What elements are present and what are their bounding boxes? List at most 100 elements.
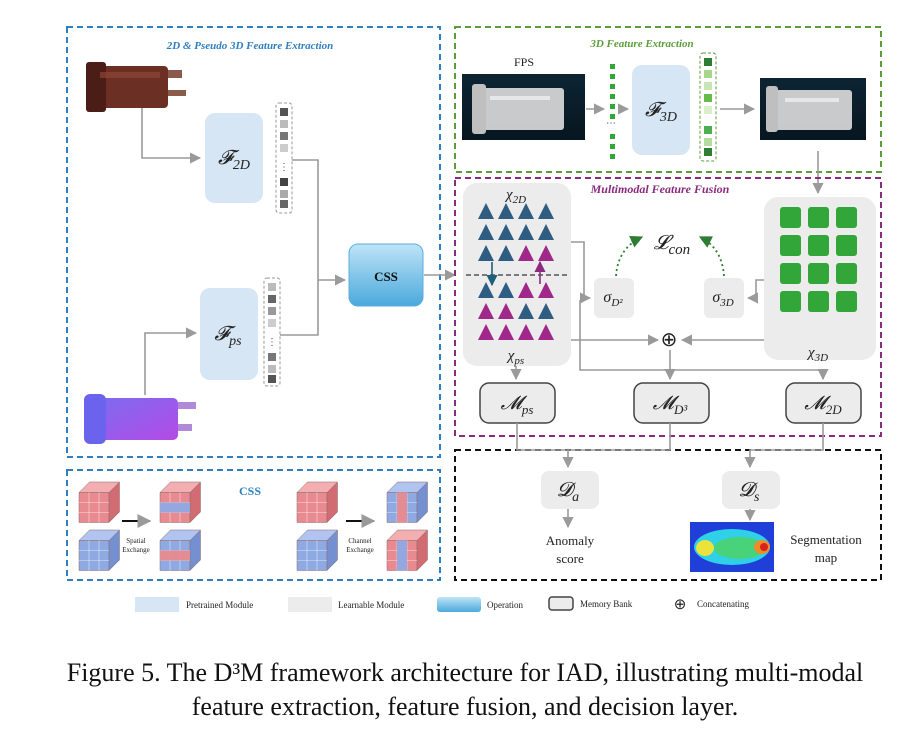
triangle-mark bbox=[518, 245, 534, 261]
feature-vector-3d bbox=[699, 52, 717, 162]
chips-label: χps bbox=[506, 348, 524, 367]
sigma-d2-label: σD² bbox=[603, 289, 623, 309]
square-mark bbox=[836, 207, 857, 228]
triangle-mark bbox=[498, 282, 514, 298]
square-grid bbox=[780, 207, 857, 312]
css-cubes bbox=[78, 481, 429, 572]
m2d-label: 𝓜2D bbox=[804, 393, 842, 417]
triangle-mark bbox=[538, 203, 554, 219]
md3-label: 𝓜D³ bbox=[653, 393, 689, 417]
fps-module bbox=[200, 288, 258, 380]
memory-bank-d3 bbox=[633, 382, 710, 424]
feature-vector-2d: ⋮ bbox=[275, 102, 293, 214]
pseudo3d-object-image bbox=[84, 394, 196, 444]
segmentation-heatmap bbox=[690, 522, 774, 572]
triangle-mark bbox=[498, 245, 514, 261]
cube-stripe bbox=[397, 540, 407, 571]
triangle-mark bbox=[478, 224, 494, 240]
legend-learnable-swatch bbox=[288, 597, 332, 612]
square-mark bbox=[780, 263, 801, 284]
panel-2d-extraction bbox=[66, 26, 441, 458]
svg-text:⋮: ⋮ bbox=[267, 337, 277, 348]
triangle-mark bbox=[498, 303, 514, 319]
square-mark bbox=[808, 291, 829, 312]
css-operation bbox=[348, 243, 424, 307]
ds-label: 𝓓s bbox=[739, 479, 760, 505]
decision-da-module bbox=[541, 471, 599, 509]
triangle-mark bbox=[478, 303, 494, 319]
triangle-mark bbox=[538, 282, 554, 298]
triangle-grid bbox=[478, 203, 554, 340]
triangle-mark bbox=[478, 282, 494, 298]
feature-vector-ps: ⋮ bbox=[263, 277, 281, 387]
cube-face bbox=[296, 492, 328, 523]
cube-stripe bbox=[397, 492, 407, 523]
panel-2d-title: 2D & Pseudo 3D Feature Extraction bbox=[166, 40, 334, 52]
square-mark bbox=[780, 207, 801, 228]
panel-3d-arrows bbox=[586, 103, 824, 195]
square-mark bbox=[808, 207, 829, 228]
triangle-mark bbox=[518, 203, 534, 219]
concat-symbol: ⊕ bbox=[661, 329, 678, 351]
legend: Pretrained Module Learnable Module Opera… bbox=[135, 596, 749, 613]
chi3d-label: χ3D bbox=[806, 345, 828, 364]
legend-pretrained-label: Pretrained Module bbox=[186, 600, 253, 610]
fps-text: FPS bbox=[514, 55, 534, 69]
square-mark bbox=[780, 235, 801, 256]
triangle-mark bbox=[538, 245, 554, 261]
contrastive-arrow-left bbox=[615, 236, 644, 277]
panel-fusion-title: Multimodal Feature Fusion bbox=[590, 182, 730, 196]
lcon-label: 𝓛con bbox=[654, 232, 690, 258]
svg-text:⋮: ⋮ bbox=[279, 162, 289, 173]
legend-concat-label: Concatenating bbox=[697, 599, 749, 609]
square-mark bbox=[836, 291, 857, 312]
chi2d-label: χ2D bbox=[504, 187, 526, 206]
triangle-mark bbox=[478, 245, 494, 261]
panel-css bbox=[66, 469, 441, 581]
triangle-mark bbox=[518, 282, 534, 298]
rgb-object-image bbox=[86, 62, 186, 112]
sigma-3d-module bbox=[704, 278, 744, 318]
sigma-d2-module bbox=[594, 278, 634, 318]
square-mark bbox=[836, 263, 857, 284]
panel-3d-extraction bbox=[454, 26, 882, 173]
triangle-mark bbox=[498, 203, 514, 219]
legend-learnable-label: Learnable Module bbox=[338, 600, 404, 610]
triangle-mark bbox=[478, 203, 494, 219]
triangle-mark bbox=[478, 324, 494, 340]
legend-pretrained-swatch bbox=[135, 597, 179, 612]
legend-memory-label: Memory Bank bbox=[580, 599, 633, 609]
legend-concat-symbol: ⊕ bbox=[674, 597, 687, 613]
legend-operation-swatch bbox=[437, 597, 481, 612]
triangle-mark bbox=[538, 324, 554, 340]
cube-stripe bbox=[160, 550, 190, 561]
panel-fusion bbox=[454, 177, 882, 437]
triangle-mark bbox=[538, 224, 554, 240]
square-mark bbox=[808, 235, 829, 256]
cube-face bbox=[78, 492, 110, 523]
sigma-3d-label: σ3D bbox=[712, 289, 733, 309]
f3d-module bbox=[632, 65, 690, 155]
point-cloud-output-image bbox=[760, 78, 866, 140]
panel-3d-title: 3D Feature Extraction bbox=[589, 38, 693, 50]
svg-text:⋯: ⋯ bbox=[606, 118, 616, 129]
square-mark bbox=[836, 235, 857, 256]
panel-css-title: CSS bbox=[239, 484, 261, 498]
legend-operation-label: Operation bbox=[487, 600, 523, 610]
panel-2d-arrows bbox=[141, 108, 457, 395]
triangle-mark bbox=[518, 324, 534, 340]
cube-face bbox=[78, 540, 110, 571]
figure-caption: Figure 5. The D³M framework architecture… bbox=[66, 658, 864, 721]
da-label: 𝓓a bbox=[557, 479, 579, 505]
cube-stripe bbox=[160, 502, 190, 513]
decision-ds-module bbox=[722, 471, 780, 509]
f2d-module bbox=[205, 113, 263, 203]
square-mark bbox=[780, 291, 801, 312]
fps-points bbox=[610, 64, 615, 159]
fusion-arrows bbox=[510, 241, 829, 381]
triangle-mark bbox=[498, 324, 514, 340]
